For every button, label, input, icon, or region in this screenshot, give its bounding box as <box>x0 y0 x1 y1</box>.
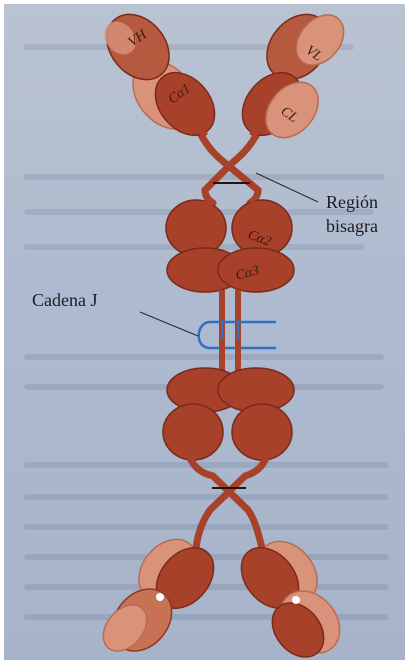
chain-j-leader-line <box>140 312 198 336</box>
bottom-monomer <box>94 340 351 664</box>
bottom-fc-link-right <box>245 458 266 476</box>
fab-link-left <box>200 128 205 136</box>
bottom-fc-link-left <box>190 458 213 476</box>
fab-link-right <box>252 128 258 136</box>
bottom-left-fab-joint <box>156 593 164 601</box>
label-chain-j: Cadena J <box>32 290 97 310</box>
label-region-line2: bisagra <box>326 216 378 236</box>
label-region-line1: Región <box>326 192 378 212</box>
bottom-ca2-right <box>232 404 292 460</box>
bottom-right-fab-joint <box>292 596 300 604</box>
top-right-hinge-ribbon <box>205 128 260 203</box>
region-leader-line <box>256 173 318 202</box>
bottom-ca2-left <box>163 404 223 460</box>
